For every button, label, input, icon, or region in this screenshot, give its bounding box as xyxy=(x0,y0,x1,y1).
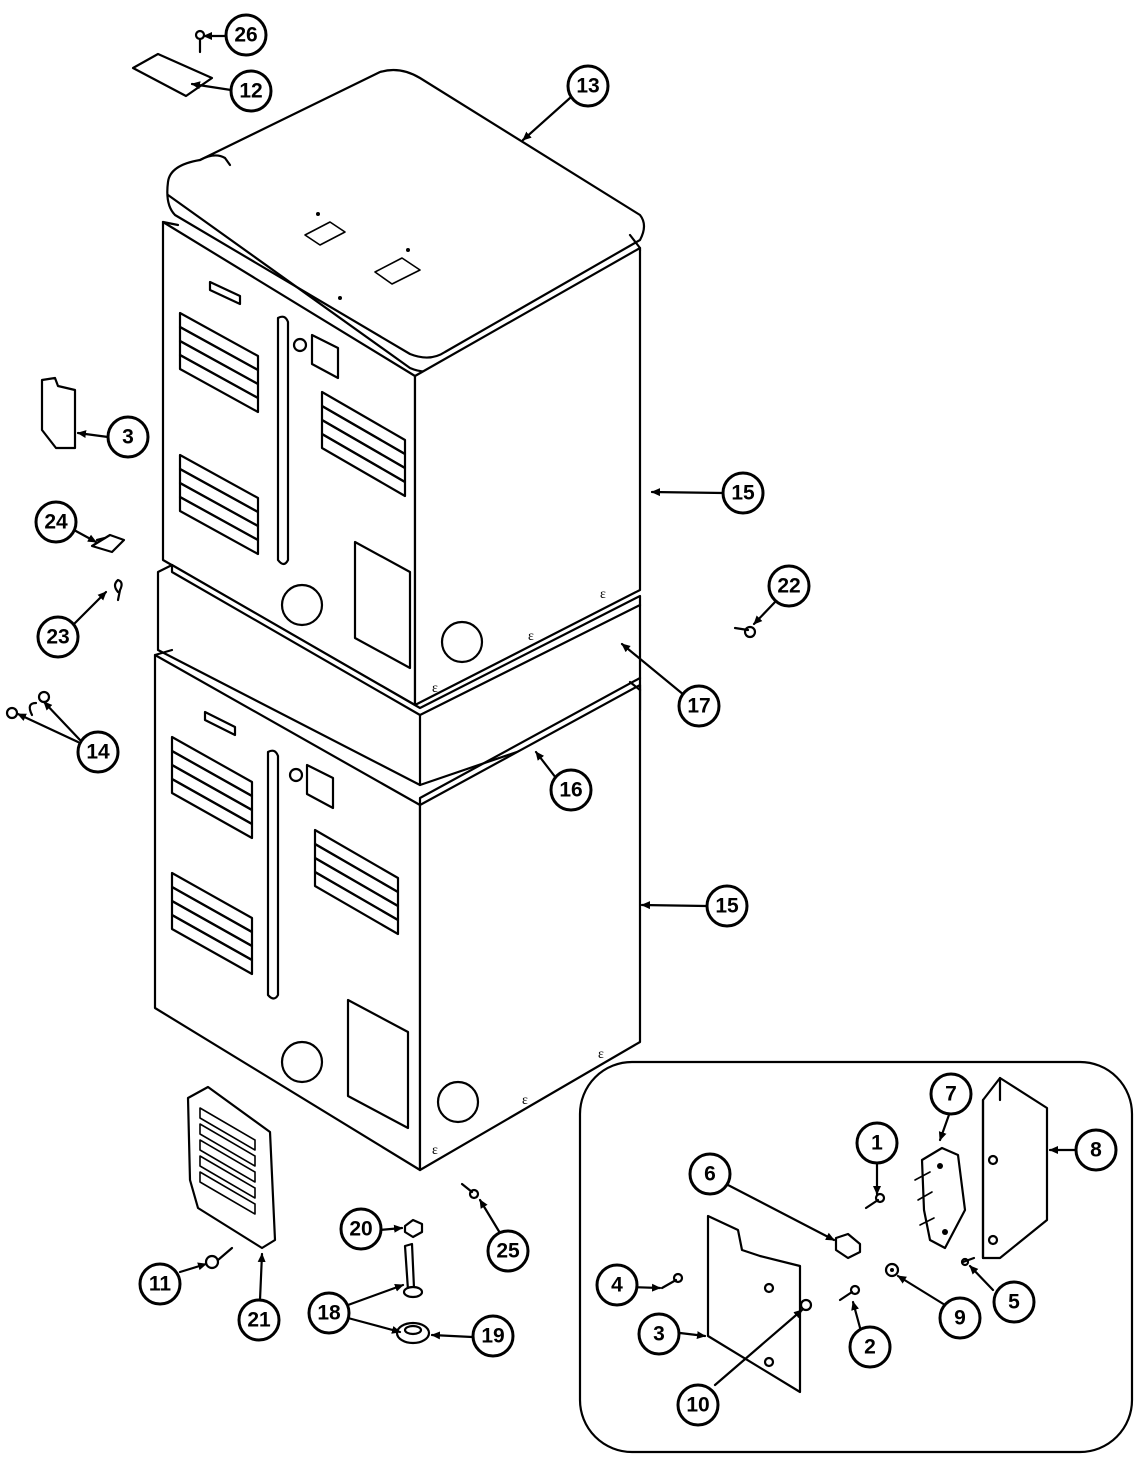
screw-26 xyxy=(194,29,206,54)
callout-5: 5 xyxy=(992,1280,1036,1324)
bolt-18 xyxy=(402,1242,424,1299)
svg-text:23: 23 xyxy=(46,626,69,649)
svg-text:11: 11 xyxy=(149,1273,172,1296)
callout-6: 6 xyxy=(688,1152,732,1196)
callout-3-inset: 3 xyxy=(637,1312,681,1356)
nut-20 xyxy=(403,1218,424,1239)
clip-24 xyxy=(90,533,126,554)
callout-14: 14 xyxy=(76,730,120,774)
callout-13: 13 xyxy=(566,64,610,108)
mark-e: ε xyxy=(522,1093,528,1108)
callout-16: 16 xyxy=(549,768,593,812)
callout-12: 12 xyxy=(229,69,273,113)
mark-e: ε xyxy=(600,587,606,602)
screw-25 xyxy=(460,1182,480,1200)
mark-e: ε xyxy=(432,1143,438,1158)
svg-text:2: 2 xyxy=(864,1336,876,1359)
svg-text:20: 20 xyxy=(349,1218,372,1241)
svg-text:25: 25 xyxy=(496,1240,520,1263)
callout-15-lower: 15 xyxy=(705,884,749,928)
callout-26: 26 xyxy=(224,13,268,57)
svg-text:5: 5 xyxy=(1008,1291,1020,1314)
callout-18: 18 xyxy=(307,1291,351,1335)
svg-text:14: 14 xyxy=(86,741,110,764)
upper-cabinet: ε ε ε xyxy=(161,220,642,707)
callout-19: 19 xyxy=(471,1314,515,1358)
svg-text:3: 3 xyxy=(122,426,134,449)
callout-3-left: 3 xyxy=(106,415,150,459)
svg-text:22: 22 xyxy=(777,575,800,598)
callout-9: 9 xyxy=(938,1296,982,1340)
mark-e: ε xyxy=(528,629,534,644)
detail-inset xyxy=(578,1060,1134,1454)
plate-3-left xyxy=(40,376,77,450)
svg-text:17: 17 xyxy=(687,695,710,718)
svg-text:7: 7 xyxy=(945,1083,957,1106)
stack-spacer xyxy=(156,563,642,787)
callout-20: 20 xyxy=(339,1207,383,1251)
access-cover-12 xyxy=(131,52,214,98)
svg-text:18: 18 xyxy=(317,1302,341,1325)
callout-11: 11 xyxy=(138,1262,182,1306)
screw-11 xyxy=(204,1246,234,1270)
callout-23: 23 xyxy=(36,615,80,659)
svg-text:15: 15 xyxy=(715,895,739,918)
callout-4: 4 xyxy=(595,1263,639,1307)
callout-25: 25 xyxy=(486,1229,530,1273)
callout-15-upper: 15 xyxy=(721,471,765,515)
svg-text:24: 24 xyxy=(44,511,68,534)
svg-text:12: 12 xyxy=(239,80,262,103)
callout-8: 8 xyxy=(1074,1128,1118,1172)
foot-19 xyxy=(395,1321,431,1345)
clip-23 xyxy=(113,578,123,602)
callout-2: 2 xyxy=(848,1325,892,1369)
svg-text:1: 1 xyxy=(871,1132,883,1155)
screw-22 xyxy=(733,625,757,639)
mark-e: ε xyxy=(598,1047,604,1062)
callout-1: 1 xyxy=(855,1121,899,1165)
part-14 xyxy=(5,690,51,720)
callout-17: 17 xyxy=(677,684,721,728)
svg-text:15: 15 xyxy=(731,482,755,505)
panel-21 xyxy=(186,1085,277,1250)
callout-21: 21 xyxy=(237,1298,281,1342)
svg-text:16: 16 xyxy=(559,779,582,802)
callout-22: 22 xyxy=(767,564,811,608)
svg-text:9: 9 xyxy=(954,1307,966,1330)
callout-10: 10 xyxy=(676,1383,720,1427)
svg-text:8: 8 xyxy=(1090,1139,1102,1162)
svg-text:4: 4 xyxy=(611,1274,623,1297)
svg-text:26: 26 xyxy=(234,24,257,47)
leader-lines xyxy=(16,32,1077,1387)
svg-text:13: 13 xyxy=(576,75,599,98)
svg-text:10: 10 xyxy=(686,1394,709,1417)
svg-text:3: 3 xyxy=(653,1323,665,1346)
callout-7: 7 xyxy=(929,1072,973,1116)
callout-24: 24 xyxy=(34,500,78,544)
svg-text:19: 19 xyxy=(481,1325,504,1348)
svg-text:21: 21 xyxy=(247,1309,271,1332)
mark-e: ε xyxy=(432,681,438,696)
svg-text:6: 6 xyxy=(704,1163,716,1186)
